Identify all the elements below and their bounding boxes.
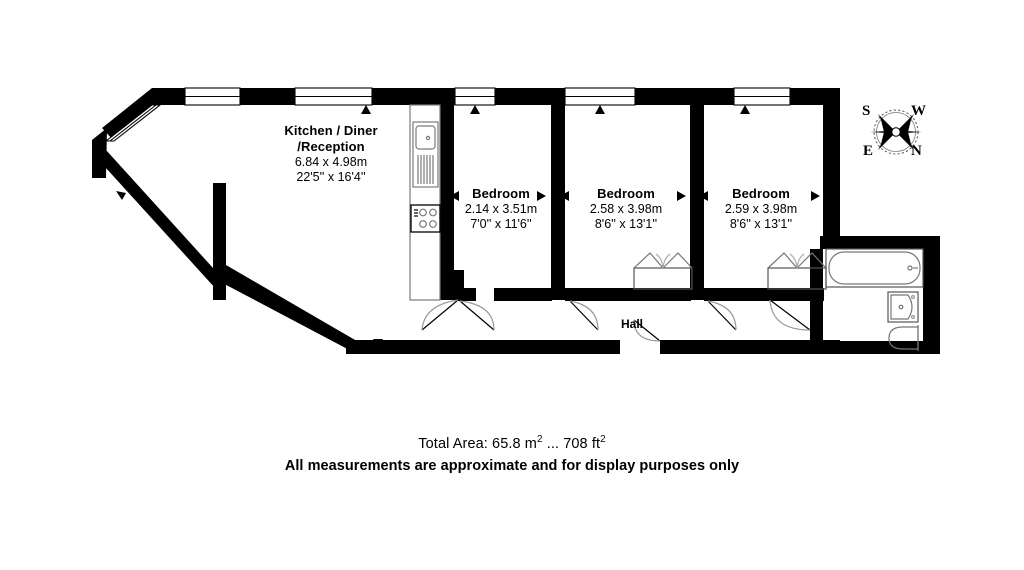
wall-bed1-bottom-b — [505, 288, 552, 301]
dim-arrow-bed1-left — [450, 191, 459, 201]
room-label-bedroom-3: Bedroom 2.59 x 3.98m 8'6'' x 13'1'' — [691, 186, 831, 232]
door-bed3 — [707, 300, 737, 331]
bathroom-toilet-icon — [888, 325, 919, 351]
compass-rose-icon — [870, 109, 922, 155]
window-bedroom-1 — [454, 87, 496, 106]
wall-internal-bed2-bed3 — [690, 88, 704, 300]
total-area-text: Total Area: 65.8 m2 ... 708 ft2 — [0, 434, 1024, 452]
room-name-kitchen-line-1: Kitchen / Diner — [284, 123, 378, 138]
room-label-hall: Hall — [621, 317, 644, 331]
total-area-separator: ... — [542, 435, 564, 452]
bathroom-basin-icon — [887, 291, 919, 323]
room-metric-bedroom-2: 2.58 x 3.98m — [589, 201, 663, 216]
room-label-bedroom-1: Bedroom 2.14 x 3.51m 7'0'' x 11'6'' — [431, 186, 571, 232]
wall-bed2-bottom-b — [604, 288, 691, 301]
wall-bottom-left — [346, 340, 620, 354]
dim-arrow-kitchen-bottom — [373, 339, 383, 348]
doors-group — [421, 299, 811, 342]
bedroom-2-wardrobe-icon — [633, 252, 693, 290]
room-imperial-bedroom-3: 8'6'' x 13'1'' — [729, 217, 793, 232]
room-name-bedroom-2: Bedroom — [597, 186, 655, 201]
dim-arrow-bed2-top — [595, 105, 605, 114]
window-bedroom-3 — [733, 87, 791, 106]
room-label-bedroom-2: Bedroom 2.58 x 3.98m 8'6'' x 13'1'' — [556, 186, 696, 232]
dimension-arrows-group — [116, 105, 820, 348]
dim-arrow-bed3-left — [699, 191, 708, 201]
bathroom-bathtub-icon — [825, 248, 924, 288]
footer-block: Total Area: 65.8 m2 ... 708 ft2 All meas… — [0, 434, 1024, 474]
wall-diagonal-upper-left — [92, 150, 226, 300]
dim-arrow-bed3-bottom — [707, 289, 717, 298]
room-name-bedroom-3: Bedroom — [732, 186, 790, 201]
wall-internal-bed1-bed2 — [551, 88, 565, 300]
wall-top-seg-4 — [495, 88, 565, 105]
dim-arrow-kitchen-bay — [116, 191, 126, 200]
room-imperial-bedroom-1: 7'0'' x 11'6'' — [470, 217, 532, 232]
wall-top-seg-2 — [240, 88, 295, 105]
wall-bed3-bottom-b — [742, 288, 824, 301]
room-metric-kitchen: 6.84 x 4.98m — [294, 154, 368, 169]
total-area-metric: 65.8 m — [492, 435, 537, 452]
fixtures-group — [409, 104, 924, 351]
compass-letter-n: N — [911, 143, 922, 159]
wall-internal-kitchen-bed1 — [440, 88, 454, 300]
dim-arrow-bed1-top — [470, 105, 480, 114]
room-name-bedroom-1: Bedroom — [472, 186, 530, 201]
room-imperial-kitchen: 22'5'' x 16'4'' — [296, 169, 366, 184]
door-bed1 — [459, 300, 495, 331]
dim-arrow-bed1-right — [537, 191, 546, 201]
walls-group — [92, 88, 940, 354]
total-area-imperial: 708 ft — [563, 435, 601, 452]
door-bathroom — [769, 299, 811, 331]
wall-top-seg-5 — [635, 88, 734, 105]
room-metric-bedroom-3: 2.59 x 3.98m — [724, 201, 798, 216]
door-hall-entry — [633, 319, 661, 342]
room-metric-bedroom-1: 2.14 x 3.51m — [464, 201, 538, 216]
wall-bed1-left-stub — [454, 270, 464, 301]
disclaimer-text: All measurements are approximate and for… — [284, 457, 740, 474]
dim-arrow-bed2-bottom — [623, 289, 633, 298]
room-name-kitchen-line-2: /Reception — [297, 138, 365, 154]
door-kitchen-hall — [421, 299, 459, 331]
wall-bed2-bottom-a — [565, 288, 601, 301]
wall-diagonal-lower — [213, 265, 355, 353]
window-bedroom-2 — [564, 87, 636, 106]
compass-letter-s: S — [862, 103, 871, 119]
total-area-metric-sup: 2 — [536, 434, 543, 445]
dim-arrow-kitchen-top — [361, 105, 371, 114]
door-jamb-bed3 — [732, 288, 744, 301]
wall-top-seg-3 — [372, 88, 455, 105]
compass-letter-e: E — [863, 143, 874, 159]
kitchen-sink-icon — [412, 121, 439, 188]
window-bay-angled — [104, 104, 162, 142]
door-bed2 — [569, 300, 599, 331]
wall-right-exterior — [923, 236, 940, 354]
window-kitchen-2 — [294, 87, 373, 106]
wall-bathroom-left — [810, 249, 823, 341]
dim-arrow-bed3-right — [811, 191, 820, 201]
wall-bathroom-top — [820, 236, 940, 249]
wall-bottom-right — [660, 340, 840, 354]
room-label-kitchen-diner-reception: Kitchen / Diner /Reception 6.84 x 4.98m … — [241, 123, 421, 185]
window-kitchen-1 — [184, 87, 241, 106]
total-area-prefix: Total Area: — [418, 435, 493, 452]
dim-arrow-bed3-top — [740, 105, 750, 114]
total-area-imperial-sup: 2 — [600, 434, 606, 445]
kitchen-counter-run — [409, 104, 441, 301]
dim-arrow-bed2-right — [677, 191, 686, 201]
room-imperial-bedroom-2: 8'6'' x 13'1'' — [594, 217, 658, 232]
dim-arrow-bed2-left — [560, 191, 569, 201]
door-jamb-bed2 — [594, 288, 606, 301]
wall-bathroom-bottom — [820, 341, 940, 354]
kitchen-hob-icon — [410, 204, 441, 233]
compass-letter-w: W — [911, 103, 926, 119]
dim-arrow-bed1-bottom — [495, 289, 505, 298]
wall-right-upper — [823, 88, 840, 238]
